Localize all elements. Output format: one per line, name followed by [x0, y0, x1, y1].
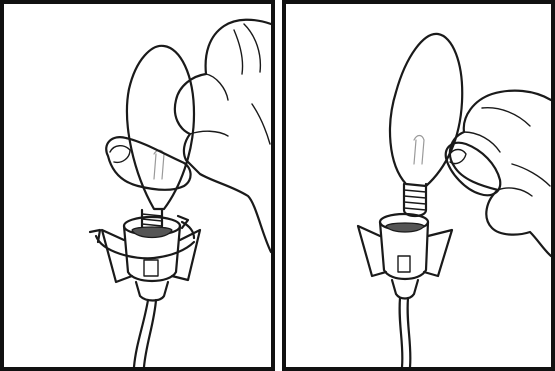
socket-inner [386, 223, 424, 232]
thumb-nail [110, 146, 130, 163]
hand-finger-1 [190, 30, 243, 136]
hand-finger-1 [464, 132, 532, 196]
cable [134, 300, 156, 367]
bulb-glass [127, 46, 194, 209]
instruction-panel-right [282, 0, 555, 371]
illustration-hold-bulb [286, 4, 551, 367]
socket-label [144, 260, 158, 276]
bulb-screw-threads [142, 214, 162, 226]
hand-finger-2 [482, 108, 550, 186]
instruction-panel-left [0, 0, 275, 371]
bulb-screw-threads [404, 190, 426, 210]
socket-bottom [136, 282, 168, 301]
socket-clip-right [424, 230, 452, 276]
socket-inner [132, 227, 172, 238]
bulb-filament [414, 136, 424, 165]
socket-bottom [392, 280, 418, 299]
thumb [106, 137, 190, 190]
hand-finger-2 [244, 24, 270, 144]
socket-label [398, 256, 410, 272]
hand [450, 91, 551, 256]
bulb-screw-base [404, 184, 426, 216]
illustration-twist-bulb [4, 4, 271, 367]
hand-upper [175, 20, 271, 252]
bulb-filament [154, 150, 164, 179]
cable [400, 298, 411, 367]
